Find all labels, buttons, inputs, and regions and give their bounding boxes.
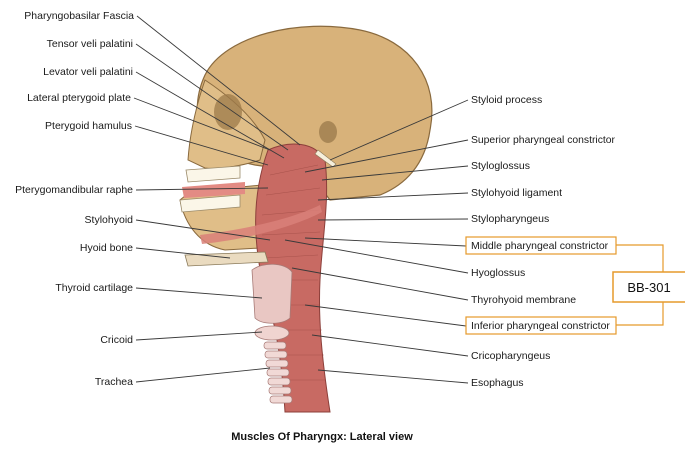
label-pharyngobasilar-fascia: Pharyngobasilar Fascia: [24, 10, 134, 22]
leader-esophagus: [318, 370, 468, 383]
label-lateral-pterygoid-plate: Lateral pterygoid plate: [27, 92, 131, 104]
label-stylohyoid: Stylohyoid: [85, 214, 134, 226]
label-pterygoid-hamulus: Pterygoid hamulus: [45, 120, 132, 132]
label-esophagus: Esophagus: [471, 377, 524, 389]
thyroid-cartilage-shape: [252, 264, 292, 323]
ear-canal: [319, 121, 337, 143]
label-trachea: Trachea: [95, 376, 133, 388]
label-hyoid-bone: Hyoid bone: [80, 242, 133, 254]
leader-middle-pharyngeal-constrictor: [305, 238, 466, 246]
label-superior-pharyngeal-constrictor: Superior pharyngeal constrictor: [471, 134, 615, 146]
label-pterygomandibular-raphe: Pterygomandibular raphe: [15, 184, 133, 196]
label-styloglossus: Styloglossus: [471, 160, 530, 172]
callout-label: BB-301: [627, 280, 670, 295]
label-tensor-veli-palatini: Tensor veli palatini: [47, 38, 133, 50]
orbit: [214, 94, 242, 130]
label-thyroid-cartilage: Thyroid cartilage: [55, 282, 133, 294]
leader-cricoid: [136, 332, 262, 340]
upper-teeth: [186, 166, 240, 182]
leader-trachea: [136, 368, 270, 382]
label-stylopharyngeus: Stylopharyngeus: [471, 213, 549, 225]
label-hyoglossus: Hyoglossus: [471, 267, 525, 279]
right-labels: Styloid process Superior pharyngeal cons…: [471, 94, 615, 389]
label-inferior-pharyngeal-constrictor: Inferior pharyngeal constrictor: [471, 320, 610, 332]
label-cricopharyngeus: Cricopharyngeus: [471, 350, 550, 362]
leader-stylopharyngeus: [318, 219, 468, 220]
leader-cricopharyngeus: [312, 335, 468, 356]
figure-caption: Muscles Of Pharyngx: Lateral view: [231, 431, 413, 443]
leader-thyroid-cartilage: [136, 288, 262, 298]
label-thyrohyoid-membrane: Thyrohyoid membrane: [471, 294, 576, 306]
label-stylohyoid-ligament: Stylohyoid ligament: [471, 187, 562, 199]
left-labels: Pharyngobasilar Fascia Tensor veli palat…: [15, 10, 134, 388]
label-styloid-process: Styloid process: [471, 94, 542, 106]
leader-inferior-pharyngeal-constrictor: [305, 305, 466, 326]
label-middle-pharyngeal-constrictor: Middle pharyngeal constrictor: [471, 240, 609, 252]
label-levator-veli-palatini: Levator veli palatini: [43, 66, 133, 78]
cricoid-shape: [255, 326, 289, 340]
label-cricoid: Cricoid: [100, 334, 133, 346]
leader-hyoid-bone: [136, 248, 230, 258]
